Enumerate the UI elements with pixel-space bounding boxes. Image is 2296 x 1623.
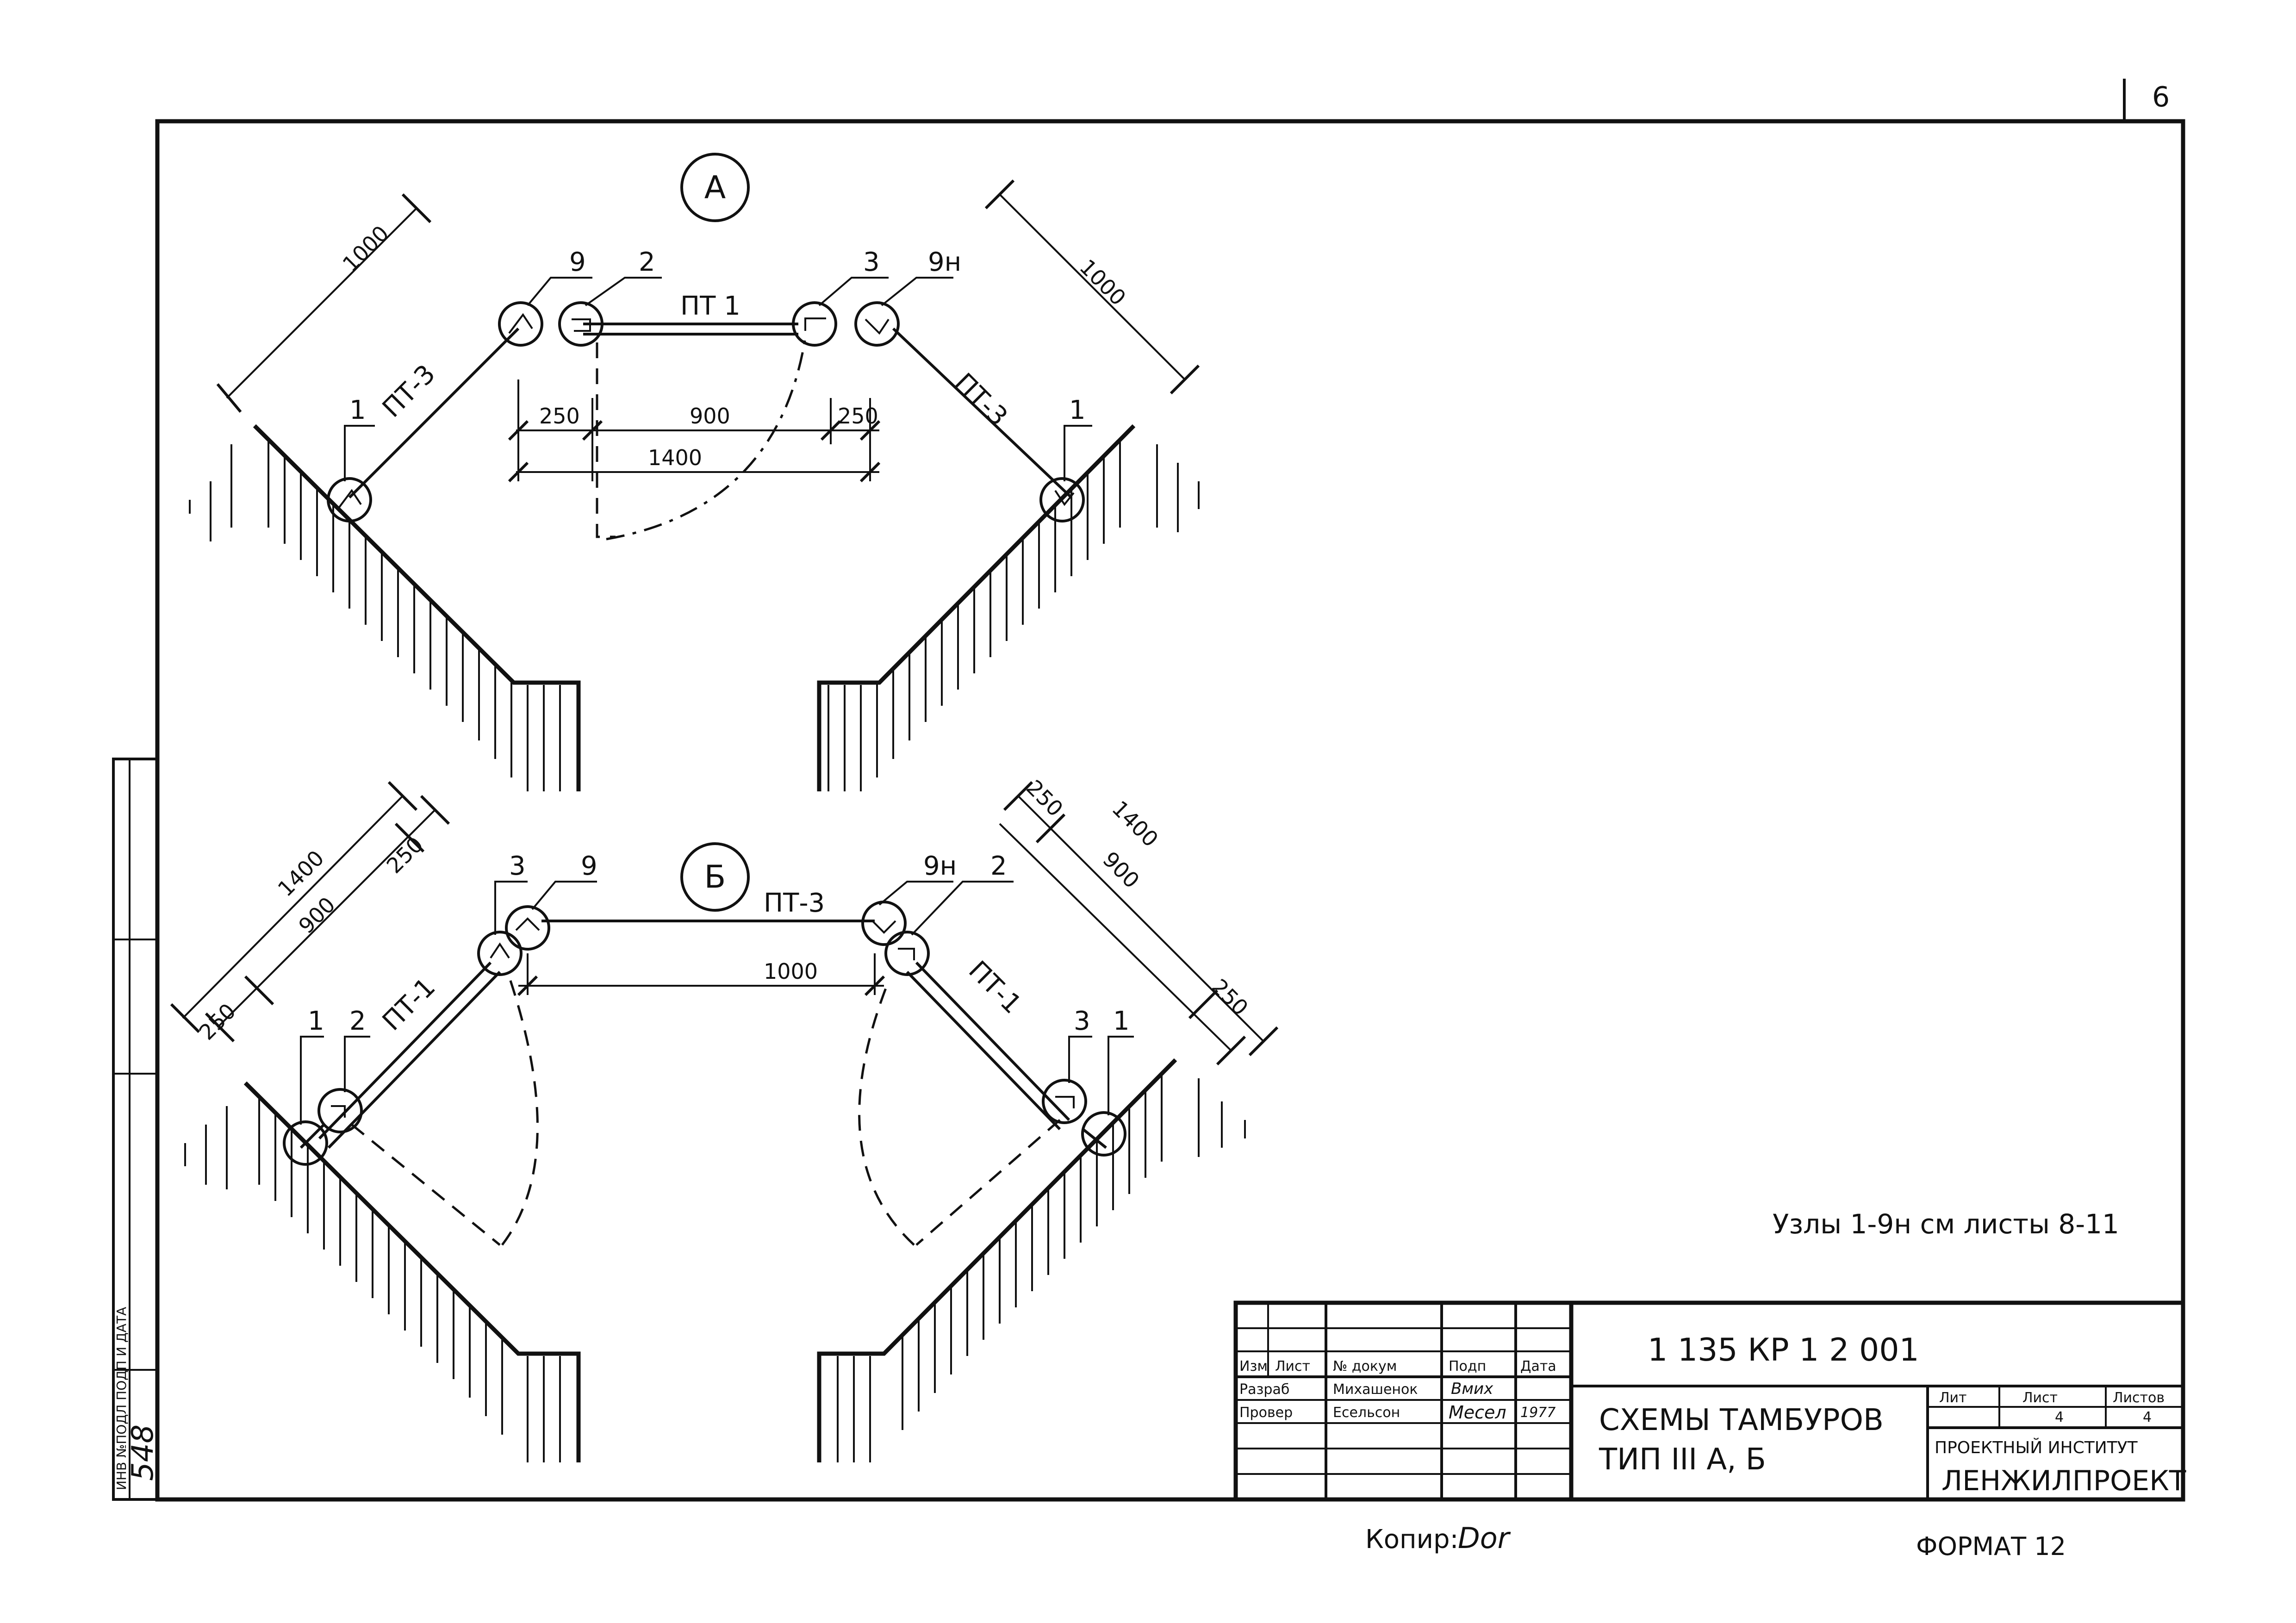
scheme-a-nodes [327,301,1085,522]
scheme-b: Б [170,775,1279,1462]
scheme-a-marker-1-left: 1 [349,395,366,425]
scheme-b-marker-2-right: 2 [990,851,1007,881]
scheme-a-marker-3: 3 [863,247,880,277]
nodes-reference-note: Узлы 1-9н см листы 8-11 [1773,1208,2119,1240]
side-stamp-number: 548 [126,1424,160,1481]
scheme-b-marker-2-left: 2 [349,1006,366,1036]
scheme-b-wall-right [817,1058,1246,1462]
page-number: 6 [2152,81,2170,113]
side-stamp: ИНВ №ПОДЛ ПОДП И ДАТА 548 [112,758,160,1501]
sheet-frame: 6 [155,79,2185,1502]
scheme-a-marker-9n: 9н [928,247,961,277]
scheme-a-marker-2: 2 [639,247,655,277]
scheme-a-wall-right [817,424,1200,791]
scheme-a-dim-right-diag: 1000 [1075,255,1131,311]
scheme-b-wall-left [184,1081,581,1462]
scheme-b-dim-left-total: 1400 [273,846,329,902]
tb-sheet-value: 4 [2055,1409,2064,1425]
scheme-b-dim-right-a: 250 [1021,775,1068,821]
tb-institute-line1: ПРОЕКТНЫЙ ИНСТИТУТ [1935,1438,2138,1457]
scheme-a-dim-left-diag: 1000 [338,221,394,277]
scheme-a-marker-1-right: 1 [1069,395,1086,425]
scheme-b-panel-top: ПТ-3 [764,888,825,918]
scheme-a-panel-right: ПТ-3 [949,367,1013,432]
tb-title-line1: СХЕМЫ ТАМБУРОВ [1599,1403,1884,1437]
scheme-b-dim-top-span: 1000 [764,959,818,984]
scheme-b-dim-left-a: 250 [194,999,241,1045]
tb-col-izm: Изм [1239,1358,1268,1374]
scheme-b-dim-right-mid: 900 [1098,847,1144,893]
tb-institute-line2: ЛЕНЖИЛПРОЕКТ [1941,1465,2186,1497]
tb-check-role: Провер [1239,1405,1293,1421]
scheme-b-panel-left: ПТ-1 [377,972,441,1036]
tb-sheets-value: 4 [2143,1409,2152,1425]
tb-lit-label: Лит [1939,1390,1967,1406]
scheme-a-panel-top: ПТ 1 [680,291,740,321]
tb-check-name: Есельсон [1333,1405,1400,1421]
scheme-a-dim-seg-right: 250 [838,404,878,429]
scheme-b-panel-right: ПТ-1 [963,955,1027,1020]
scheme-a-dim-total: 1400 [648,445,702,470]
side-stamp-text: ИНВ №ПОДЛ ПОДП И ДАТА [114,1307,129,1490]
scheme-b-nodes [283,901,1126,1166]
scheme-a-dim-seg-mid: 900 [690,404,730,429]
scheme-a-title-circle [680,153,750,222]
tb-title-line2: ТИП III А, Б [1599,1443,1766,1477]
scheme-b-marker-9n: 9н [923,851,957,881]
tb-develop-signature: Вмих [1451,1380,1493,1398]
copy-label: Копир: [1365,1524,1458,1555]
tb-col-doc: № докум [1333,1358,1397,1374]
scheme-a-marker-9: 9 [569,247,586,277]
scheme-a-dim-seg-left: 250 [539,404,580,429]
scheme-b-dim-right-b: 250 [1207,974,1253,1020]
scheme-b-marker-3-right: 3 [1074,1006,1090,1036]
scheme-a-wall-left [189,424,581,791]
tb-develop-name: Михашенок [1333,1381,1418,1398]
tb-sheet-label: Лист [2022,1390,2058,1406]
scheme-a-leaders [344,277,1092,481]
scheme-a-dims [216,179,1200,483]
format-label: ФОРМАТ 12 [1916,1532,2066,1561]
copy-signature: Dor [1458,1521,1511,1555]
tb-col-list: Лист [1275,1358,1310,1374]
scheme-a-title: А [704,169,726,206]
scheme-b-title-circle [680,842,750,912]
scheme-a: А [189,153,1200,791]
tb-develop-role: Разраб [1239,1381,1289,1398]
scheme-b-dim-right-total: 1400 [1107,796,1163,852]
scheme-b-marker-1-right: 1 [1113,1006,1130,1036]
scheme-b-marker-1-left: 1 [308,1006,324,1036]
tb-check-date: 1977 [1520,1405,1556,1421]
tb-col-sign: Подп [1449,1358,1486,1374]
scheme-b-dims [170,781,1279,1066]
scheme-b-leaders [300,881,1134,1125]
tb-doc-code: 1 135 КР 1 2 001 [1648,1332,1919,1368]
tb-col-date: Дата [1520,1358,1556,1374]
scheme-b-marker-9: 9 [581,851,597,881]
tb-check-signature: Месел [1449,1402,1506,1423]
scheme-b-dim-left-b: 250 [382,832,428,878]
tb-sheets-label: Листов [2113,1390,2165,1406]
scheme-b-title: Б [704,859,726,895]
scheme-b-marker-3-left: 3 [509,851,526,881]
title-block [1233,1300,2185,1502]
